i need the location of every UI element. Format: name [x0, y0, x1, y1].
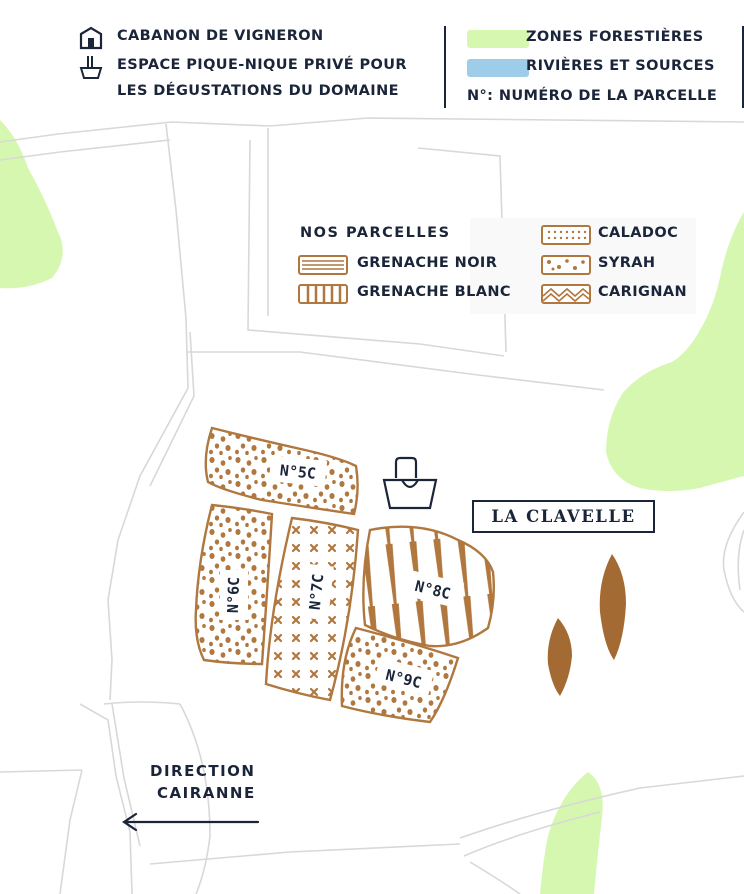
forest-swatch	[467, 30, 529, 48]
forest-zone-bottom	[540, 772, 603, 894]
cabin-icon	[79, 26, 103, 50]
picnic-basket-icon	[382, 456, 438, 510]
parcel-6c-label: N°6C	[224, 577, 243, 614]
parcel-9c-label-bg	[373, 657, 435, 697]
tree-icon-1	[599, 554, 626, 660]
road-network	[0, 117, 744, 894]
river-swatch	[467, 59, 529, 77]
legend-divider-right	[742, 26, 744, 108]
parcel-8c	[362, 525, 496, 648]
direction-line2: CAIRANNE	[157, 784, 256, 802]
legend-cabin-label: CABANON DE VIGNERON	[117, 28, 324, 44]
parcel-legend-grenache-noir: GRENACHE NOIR	[357, 255, 498, 271]
legend-picnic-label-line2: LES DÉGUSTATIONS DU DOMAINE	[117, 83, 399, 99]
parcel-legend-carignan: CARIGNAN	[598, 284, 688, 300]
legend-picnic-label-line1: ESPACE PIQUE-NIQUE PRIVÉ POUR	[117, 57, 407, 73]
parcel-legend-title: NOS PARCELLES	[300, 225, 451, 241]
carignan-swatch	[541, 284, 591, 304]
grenache-noir-swatch	[298, 255, 348, 275]
parcel-5c-label: N°5C	[279, 461, 317, 483]
tree-icon-2	[547, 618, 572, 696]
direction-line1: DIRECTION	[150, 762, 256, 780]
syrah-swatch	[541, 255, 591, 275]
parcel-7c-label-bg	[300, 563, 334, 621]
parcel-7c-label: N°7C	[306, 573, 328, 611]
grenache-blanc-swatch	[298, 284, 348, 304]
parcel-6c-label-bg	[220, 570, 248, 620]
caladoc-swatch	[541, 225, 591, 245]
parcel-legend-caladoc: CALADOC	[598, 225, 679, 241]
parcel-5c-label-bg	[268, 455, 328, 487]
picnic-icon	[79, 56, 103, 79]
parcel-legend-syrah: SYRAH	[598, 255, 656, 271]
direction-arrow-icon	[122, 812, 260, 832]
forest-zone-left	[0, 120, 63, 289]
legend-divider	[444, 26, 446, 108]
parcel-8c-label-bg	[401, 569, 465, 609]
legend-parcel-number-label: N°: NUMÉRO DE LA PARCELLE	[467, 88, 718, 104]
estate-name-box: LA CLAVELLE	[472, 500, 655, 533]
legend-river-label: RIVIÈRES ET SOURCES	[526, 58, 715, 74]
parcel-legend-grenache-blanc: GRENACHE BLANC	[357, 284, 511, 300]
legend-forest-label: ZONES FORESTIÈRES	[526, 29, 704, 45]
forest-zone-right	[606, 212, 744, 491]
